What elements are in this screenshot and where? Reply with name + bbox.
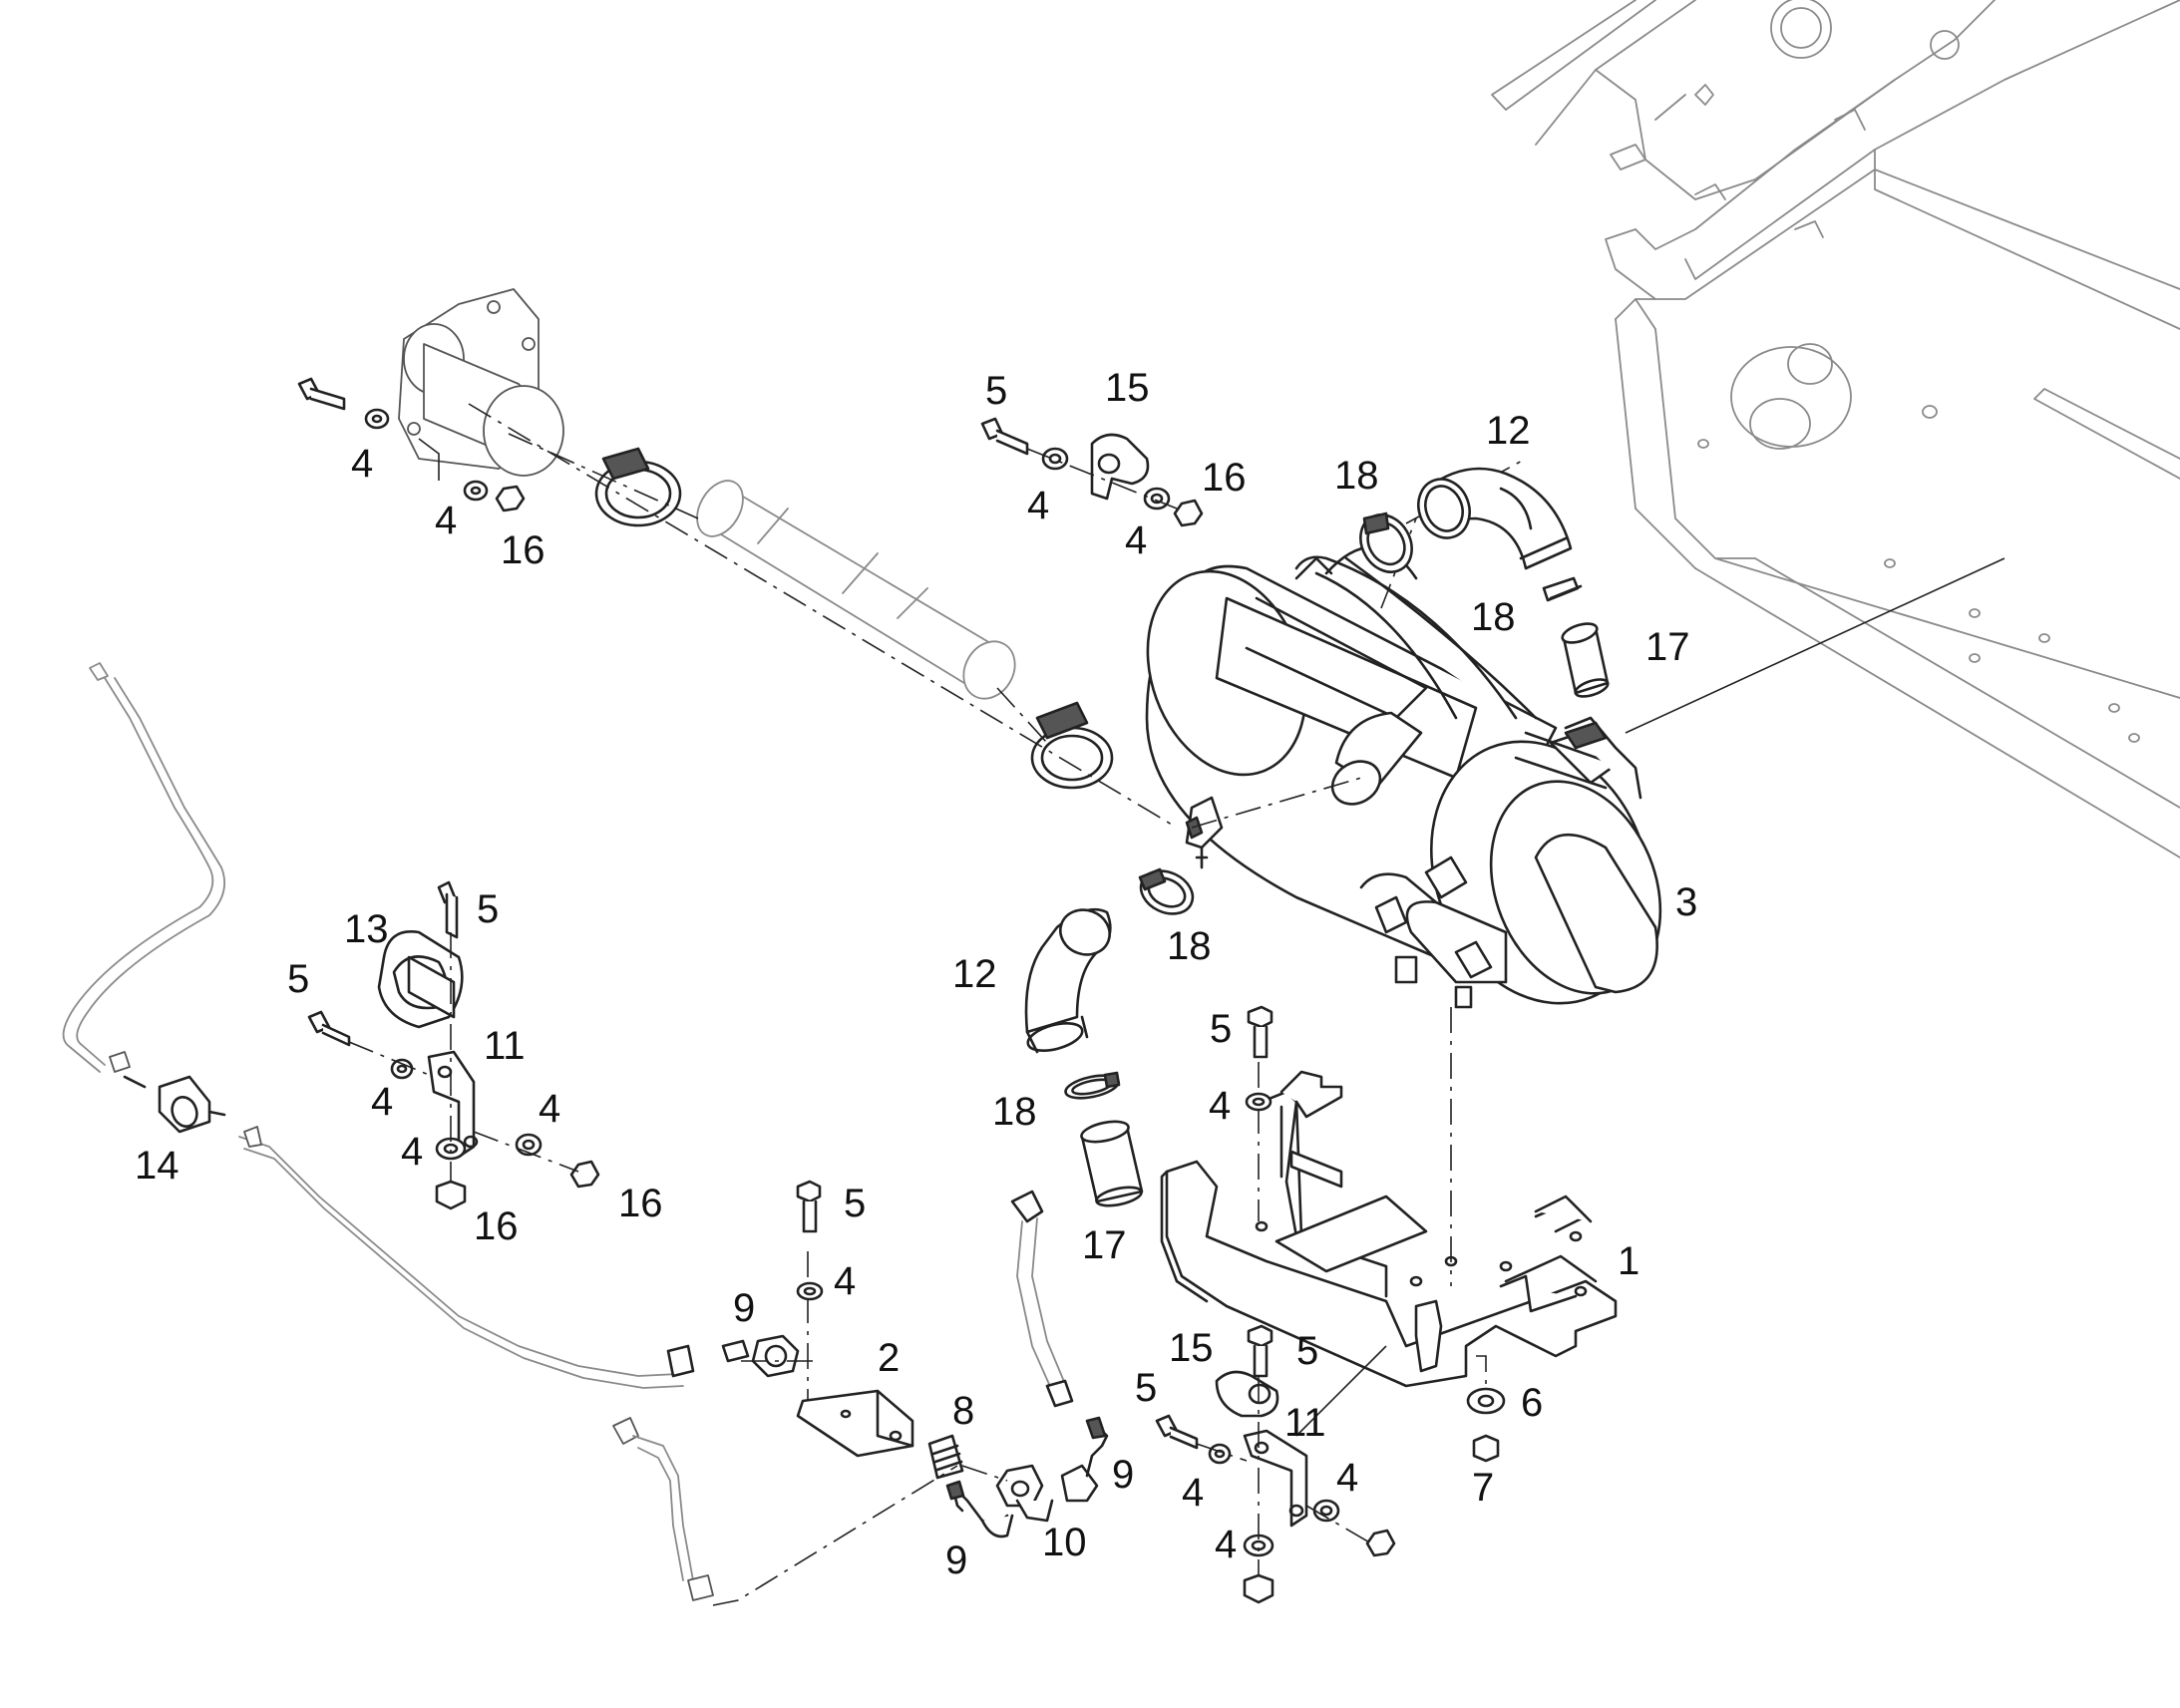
air-filter-assembly: [1145, 545, 1662, 1009]
bolt-flange-top-left: [297, 377, 526, 512]
leader-line-frame: [1625, 557, 2005, 734]
callout-5: 5: [1135, 1366, 1157, 1410]
vehicle-frame: [1491, 0, 2180, 858]
callout-13: 13: [344, 907, 389, 951]
clamp-18-lowest: [1064, 1071, 1121, 1100]
callout-16: 16: [618, 1182, 663, 1225]
hose-clamp-middle: [1030, 701, 1114, 790]
hose-clamp-18-lower: [1138, 867, 1195, 915]
callout-4: 4: [1125, 518, 1147, 562]
clamp-18-right: [1542, 576, 1583, 602]
callout-5: 5: [287, 957, 309, 1001]
callout-15: 15: [1169, 1326, 1214, 1370]
bolt-plate-top: [1245, 1005, 1273, 1112]
callout-4: 4: [1027, 484, 1049, 527]
intake-hose: [696, 480, 1016, 700]
hose-clamp-top: [594, 447, 682, 527]
callout-5: 5: [1296, 1329, 1318, 1373]
callout-17: 17: [1082, 1223, 1127, 1267]
callout-9: 9: [1112, 1453, 1134, 1497]
fuel-line-14: [62, 662, 695, 1389]
callout-18: 18: [1334, 454, 1379, 498]
bolt-bracket-2: [796, 1180, 824, 1301]
callout-18: 18: [1167, 924, 1212, 968]
mount-bracket-13-left: [307, 880, 600, 1210]
callout-5: 5: [844, 1182, 866, 1225]
callout-4: 4: [371, 1080, 393, 1124]
callout-16: 16: [501, 528, 545, 572]
callout-4: 4: [435, 499, 457, 542]
callout-9: 9: [945, 1538, 967, 1582]
callout-15: 15: [1105, 366, 1150, 410]
callout-labels: 1 2 3 4 4 4 4 4 4 4 4 4 4 4 4 5 5 5 5 5 …: [135, 366, 1697, 1582]
callout-4: 4: [1336, 1456, 1358, 1500]
callout-5: 5: [1210, 1007, 1232, 1051]
callout-3: 3: [1675, 880, 1697, 924]
callout-7: 7: [1472, 1466, 1494, 1510]
callout-5: 5: [985, 369, 1007, 413]
callout-16: 16: [474, 1204, 519, 1248]
sleeve-17-lower: [1080, 1120, 1144, 1207]
callout-17: 17: [1645, 625, 1690, 669]
mount-bracket-15-lower: [1155, 1324, 1396, 1604]
callout-11: 11: [484, 1024, 526, 1068]
callout-4: 4: [539, 1087, 560, 1131]
callout-8: 8: [952, 1389, 974, 1433]
callout-5: 5: [477, 887, 499, 931]
callout-4: 4: [1182, 1471, 1204, 1515]
callout-4: 4: [834, 1259, 856, 1303]
callout-10: 10: [1042, 1521, 1087, 1564]
elbow-hose-12-lower: [1024, 907, 1112, 1054]
callout-18: 18: [1471, 595, 1516, 639]
mount-bracket-15-top: [980, 417, 1204, 527]
hose-clamp-18-upper: [1359, 512, 1413, 573]
fuel-hose-lower-left: [612, 1417, 958, 1606]
callout-4: 4: [1209, 1084, 1231, 1128]
fuel-fittings: [721, 1251, 1109, 1538]
intake-pipe-flange: [398, 288, 564, 477]
callout-14: 14: [135, 1144, 180, 1188]
callout-12: 12: [1486, 409, 1531, 453]
callout-2: 2: [878, 1336, 900, 1380]
washer-6-nut-7: [1466, 1387, 1506, 1463]
callout-16: 16: [1202, 456, 1247, 500]
callout-9: 9: [733, 1286, 755, 1330]
elbow-hose-12-upper: [1417, 467, 1573, 570]
fuel-hose-upper-right: [1010, 1190, 1074, 1408]
callout-1: 1: [1618, 1239, 1639, 1283]
axis-line-intake: [468, 403, 1178, 829]
callout-4: 4: [401, 1130, 423, 1174]
callout-4: 4: [1215, 1523, 1237, 1566]
callout-6: 6: [1521, 1381, 1543, 1425]
callout-18: 18: [992, 1090, 1037, 1134]
callout-4: 4: [351, 442, 373, 486]
mount-base-plate-1: [1160, 1062, 1618, 1437]
sleeve-17-right: [1561, 622, 1610, 698]
callout-12: 12: [952, 952, 997, 996]
callout-11: 11: [1284, 1401, 1326, 1445]
